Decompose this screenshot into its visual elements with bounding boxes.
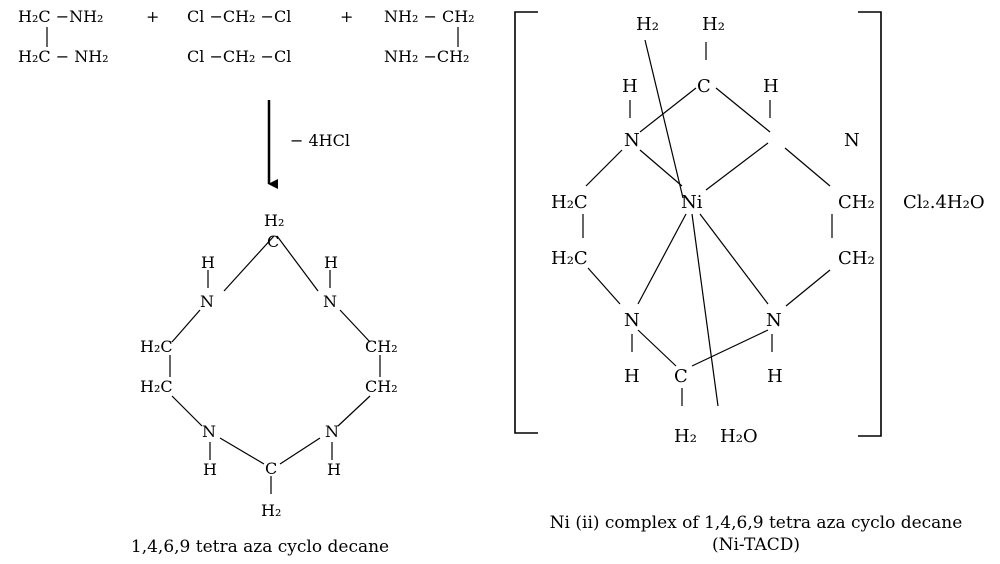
ligand-h2-bottom: H₂ (261, 501, 281, 520)
complex-c-top: C (697, 76, 711, 97)
complex-bonds (582, 39, 833, 407)
complex-ch2-left-2: H₂C (551, 248, 588, 269)
complex-ch2-right-1: CH₂ (838, 192, 875, 213)
ligand-ch2-left-1: H₂C (140, 337, 173, 356)
ligand-n-right-top: N (323, 292, 337, 311)
complex-n-bottom-right: N (766, 310, 782, 331)
complex-structure: H₂ H₂ H C H N N H₂C Ni CH₂ H₂C CH₂ N N H… (551, 14, 875, 447)
complex-ch2-left-1: H₂C (551, 192, 588, 213)
complex-h-bottom-right: H (767, 366, 783, 387)
reactant-1-bottom: H₂C − NH₂ (18, 47, 109, 66)
reactant-3-bottom: NH₂ −CH₂ (384, 47, 469, 66)
complex-n-top-right: N (844, 130, 860, 151)
ligand-ch2-left-2: H₂C (140, 377, 173, 396)
ligand-h-right-top: H (324, 253, 338, 272)
reactant-2-bottom: Cl −CH₂ −Cl (187, 47, 291, 66)
ligand-n-left-bottom: N (202, 422, 216, 441)
ligand-ch2-right-2: CH₂ (365, 377, 398, 396)
counter-ions-label: Cl₂.4H₂O (903, 192, 985, 213)
ligand-c-top: C (267, 232, 279, 251)
ligand-caption: 1,4,6,9 tetra aza cyclo decane (131, 537, 389, 557)
complex-c-bottom: C (674, 366, 688, 387)
ligand-n-left-top: N (200, 292, 214, 311)
complex-caption-line-1: Ni (ii) complex of 1,4,6,9 tetra aza cyc… (550, 513, 963, 533)
ligand-n-right-bottom: N (325, 422, 339, 441)
complex-h2-a: H₂ (636, 14, 659, 35)
complex-brackets (514, 11, 882, 437)
complex-h2-bottom: H₂ (674, 426, 697, 447)
coordinated-water: H₂O (720, 426, 758, 447)
complex-h-top-left: H (622, 76, 638, 97)
right-bracket (858, 11, 882, 437)
byproduct-label: − 4HCl (290, 131, 350, 150)
ligand-structure: H₂ C H N H N H₂C H₂C CH₂ CH₂ N H N H C H… (140, 211, 398, 520)
nickel-center: Ni (681, 192, 703, 213)
complex-h2-b: H₂ (702, 14, 725, 35)
plus-sign-1: + (146, 7, 159, 26)
ligand-ch2-right-1: CH₂ (365, 337, 398, 356)
reactant-1-top: H₂C −NH₂ (18, 7, 103, 26)
reactant-3-top: NH₂ − CH₂ (384, 7, 475, 26)
complex-n-bottom-left: N (624, 310, 640, 331)
complex-ch2-right-2: CH₂ (838, 248, 875, 269)
complex-h-bottom-left: H (624, 366, 640, 387)
ligand-h-left-bottom: H (203, 460, 217, 479)
ligand-bonds (169, 235, 381, 494)
ligand-h-right-bottom: H (327, 460, 341, 479)
plus-sign-2: + (340, 7, 353, 26)
complex-n-top-left: N (624, 130, 640, 151)
ligand-c-bottom: C (265, 459, 277, 478)
ligand-h2-top: H₂ (264, 211, 284, 230)
complex-h-top-right: H (763, 76, 779, 97)
reactant-2-top: Cl −CH₂ −Cl (187, 7, 291, 26)
left-bracket (514, 11, 538, 434)
complex-caption-line-2: (Ni-TACD) (712, 535, 800, 555)
reactants: H₂C −NH₂ H₂C − NH₂ + Cl −CH₂ −Cl Cl −CH₂… (18, 7, 475, 66)
ligand-h-left-top: H (201, 253, 215, 272)
